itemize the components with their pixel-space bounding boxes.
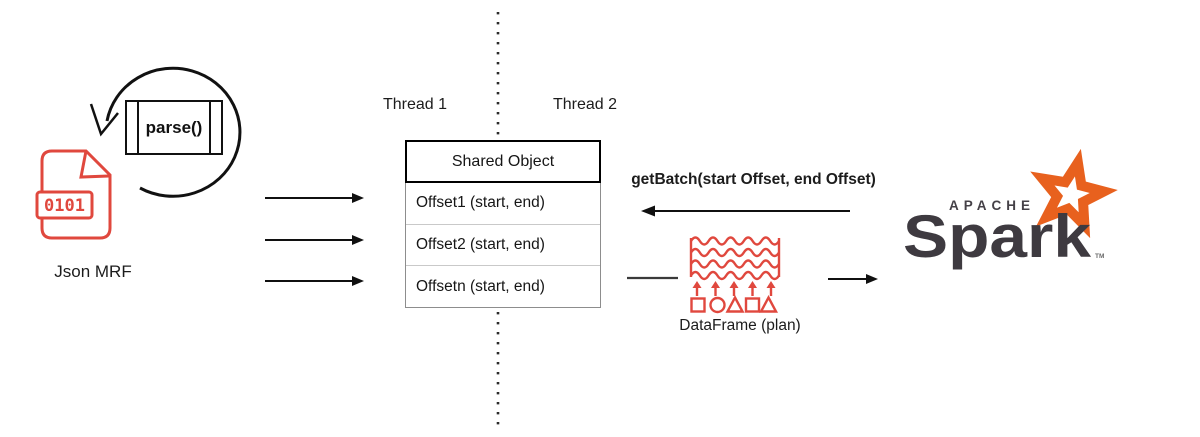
shared-object-box: Offset1 (start, end) Offset2 (start, end… bbox=[405, 183, 601, 308]
flow-arrow-offsetn bbox=[265, 276, 364, 286]
wave-line bbox=[689, 247, 781, 258]
loop-arrow-icon bbox=[89, 66, 242, 198]
wave-line bbox=[689, 259, 781, 269]
flow-arrow-to-spark bbox=[828, 274, 878, 284]
binary-label-box bbox=[35, 190, 94, 220]
loop-arc bbox=[105, 66, 242, 198]
flow-arrows-to-shared-object bbox=[265, 193, 364, 286]
shared-object-row-offsetn: Offsetn (start, end) bbox=[416, 277, 545, 295]
json-file-icon: 0101 bbox=[35, 149, 112, 240]
triangle-glyph bbox=[758, 294, 779, 313]
file-outline bbox=[40, 149, 112, 240]
parse-label: parse() bbox=[145, 117, 203, 137]
binary-label-text: 0101 bbox=[44, 196, 85, 216]
shared-object-row-offset1: Offset1 (start, end) bbox=[406, 183, 600, 225]
json-mrf-caption: Json MRF bbox=[54, 262, 132, 281]
square-glyph bbox=[744, 297, 761, 313]
spark-star-icon bbox=[1030, 148, 1118, 239]
flow-arrow-offset2 bbox=[265, 235, 364, 245]
thread-2-label: Thread 2 bbox=[553, 96, 618, 113]
thread-1-label: Thread 1 bbox=[383, 96, 448, 113]
dataframe-shape-row bbox=[690, 294, 779, 314]
spark-tm-text: TM bbox=[1095, 253, 1104, 260]
get-batch-label: getBatch(start Offset, end Offset) bbox=[631, 171, 876, 188]
dataframe-icon bbox=[689, 236, 781, 314]
loop-open-arrowhead bbox=[89, 103, 119, 137]
square-glyph bbox=[690, 297, 706, 313]
wave-line bbox=[689, 270, 781, 281]
spark-apache-text: APACHE bbox=[949, 198, 1035, 213]
get-batch-arrow bbox=[641, 205, 850, 217]
wave-line bbox=[689, 236, 781, 246]
dataframe-up-arrows bbox=[692, 281, 776, 296]
flow-arrow-offset1 bbox=[265, 193, 364, 203]
shared-object-header: Shared Object bbox=[405, 140, 601, 183]
parse-process-box: parse() bbox=[125, 100, 223, 155]
dataframe-caption: DataFrame (plan) bbox=[679, 317, 801, 334]
spark-logo: APACHE Spark TM bbox=[903, 148, 1118, 270]
spark-wordmark: Spark bbox=[903, 203, 1092, 270]
circle-glyph bbox=[709, 296, 726, 314]
triangle-glyph bbox=[725, 294, 745, 313]
file-fold-corner bbox=[79, 150, 110, 179]
shared-object-row-offset2: Offset2 (start, end) bbox=[406, 225, 600, 267]
